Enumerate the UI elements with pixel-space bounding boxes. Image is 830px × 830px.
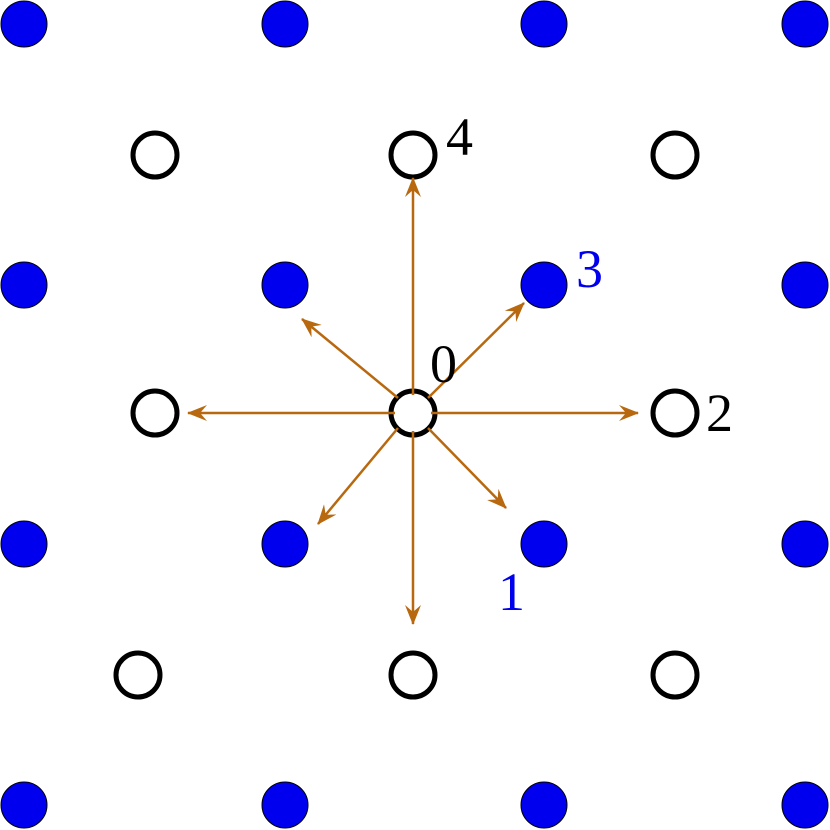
filled-dot — [781, 781, 829, 829]
open-circle — [388, 650, 438, 700]
filled-dot — [261, 0, 309, 48]
arrow-up-left — [301, 318, 399, 399]
filled-dot — [520, 781, 568, 829]
label-center: 0 — [430, 334, 457, 394]
filled-dot — [0, 781, 48, 829]
arrow-up-right — [427, 302, 525, 399]
arrow-down-right — [427, 427, 507, 509]
filled-dot — [0, 520, 48, 568]
filled-dot — [781, 0, 829, 48]
hopping-arrows — [187, 177, 639, 625]
filled-dot — [781, 520, 829, 568]
open-circle — [650, 650, 700, 700]
open-circle — [130, 130, 180, 180]
open-circle — [650, 130, 700, 180]
open-circles — [113, 130, 700, 700]
label-site-4: 4 — [446, 107, 473, 167]
label-site-2: 2 — [706, 383, 733, 443]
open-circle — [650, 388, 700, 438]
label-site-1: 1 — [498, 562, 525, 622]
open-circle — [113, 650, 163, 700]
filled-dot — [261, 261, 309, 309]
filled-dot — [261, 781, 309, 829]
open-circle — [130, 388, 180, 438]
open-circle — [388, 130, 438, 180]
filled-dot — [520, 520, 568, 568]
filled-dot — [781, 261, 829, 309]
filled-dot — [520, 0, 568, 48]
filled-dot — [261, 520, 309, 568]
filled-dot — [520, 261, 568, 309]
filled-dot — [0, 261, 48, 309]
arrow-down-left — [317, 427, 399, 525]
filled-dot — [0, 0, 48, 48]
label-site-3: 3 — [576, 239, 603, 299]
